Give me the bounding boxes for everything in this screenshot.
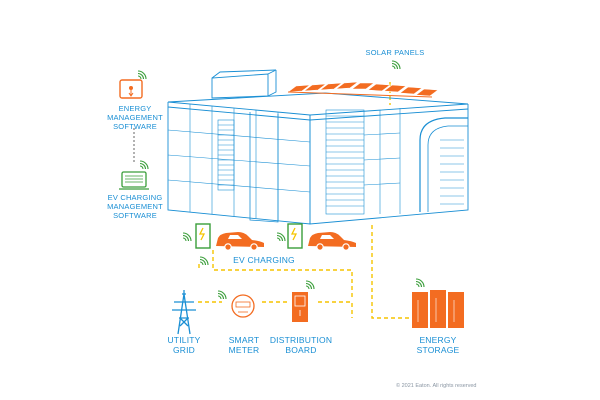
label-solar-panels: SOLAR PANELS [365, 48, 425, 57]
wifi-icon [182, 232, 192, 242]
car-icon [216, 232, 264, 251]
battery-storage-icon [412, 290, 464, 328]
transmission-tower-icon [172, 290, 196, 335]
tablet-touch-icon [119, 79, 143, 99]
copyright-notice: © 2021 Eaton. All rights reserved [396, 383, 477, 389]
solar-panel-icon [287, 81, 439, 98]
laptop-icon [119, 171, 149, 190]
wifi-icon [276, 232, 286, 242]
wifi-icon [137, 70, 147, 80]
distribution-board-icon [292, 292, 308, 322]
smart-meter-icon [231, 294, 255, 318]
label-ev-charging: EV CHARGING [233, 255, 295, 265]
ev-charger-icon [195, 223, 211, 249]
car-icon [308, 232, 356, 251]
wifi-icon [217, 290, 227, 300]
wifi-icon [305, 280, 315, 290]
building [167, 69, 469, 225]
label-energy-storage: ENERGY STORAGE [416, 335, 460, 355]
label-energy-management-software: ENERGY MANAGEMENT SOFTWARE [107, 104, 163, 131]
label-smart-meter: SMART METER [228, 335, 260, 355]
label-ev-charging-management-software: EV CHARGING MANAGEMENT SOFTWARE [107, 193, 163, 220]
wifi-icon [139, 160, 149, 170]
ev-charger-icon [287, 223, 303, 249]
label-distribution-board: DISTRIBUTION BOARD [269, 335, 333, 355]
wifi-icon [415, 278, 425, 288]
wifi-icon [199, 256, 209, 266]
label-utility-grid: UTILITY GRID [167, 335, 201, 355]
wifi-icon [391, 60, 401, 70]
energy-flow-lines [198, 82, 412, 319]
